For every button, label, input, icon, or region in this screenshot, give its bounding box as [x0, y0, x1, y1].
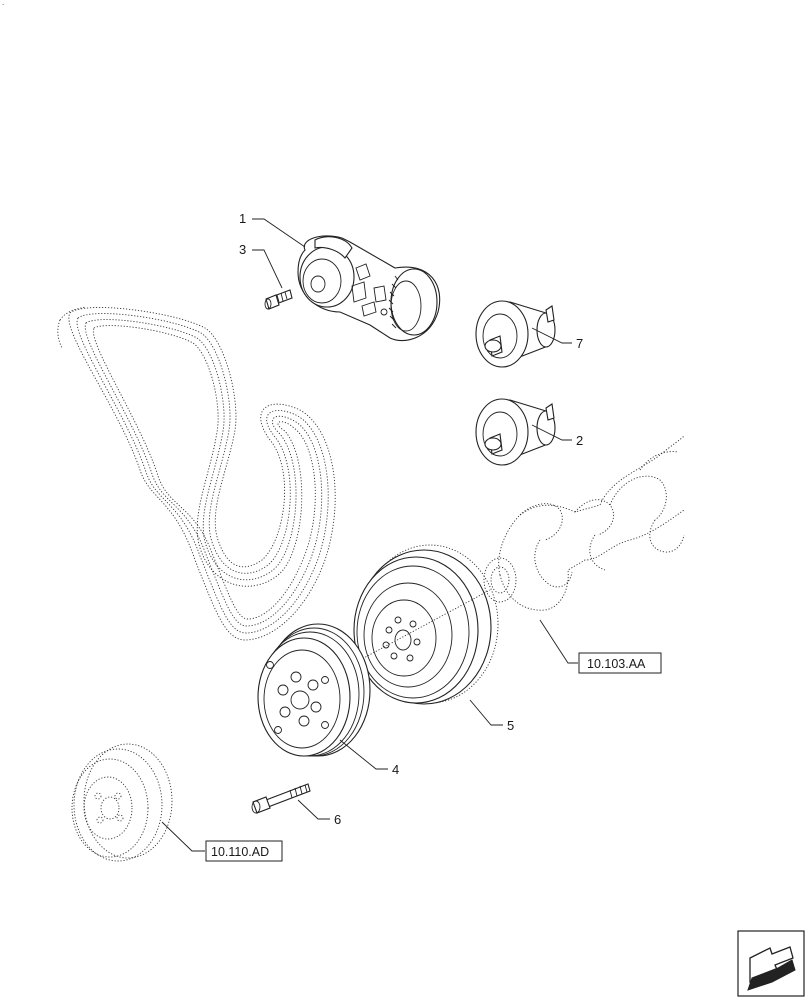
callout-3: 3 [239, 242, 246, 257]
crankshaft [483, 435, 685, 611]
corner-mark: . [2, 0, 5, 7]
vibration-damper [353, 544, 499, 705]
callout-5: 5 [507, 718, 514, 733]
crankshaft-pulley [257, 623, 371, 757]
callout-2: 2 [576, 433, 583, 448]
reference-label-pulley: 10.110.AD [211, 845, 269, 859]
reference-box-crankshaft[interactable]: 10.103.AA [578, 652, 662, 674]
callout-7: 7 [576, 336, 583, 351]
callout-4: 4 [392, 762, 399, 777]
callout-1: 1 [239, 211, 246, 226]
tensioner-bolt [264, 289, 293, 310]
reference-pulley [71, 743, 173, 862]
belt [57, 306, 336, 641]
idler-pulley-upper [475, 300, 556, 368]
belt-tensioner [297, 235, 441, 342]
reference-box-pulley[interactable]: 10.110.AD [205, 840, 283, 862]
idler-pulley-lower [475, 398, 556, 466]
reference-label-crankshaft: 10.103.AA [587, 657, 646, 671]
leader-lines [161, 218, 578, 852]
pulley-bolt [251, 783, 311, 814]
next-page-arrow-icon[interactable] [737, 930, 805, 997]
callout-6: 6 [334, 812, 341, 827]
